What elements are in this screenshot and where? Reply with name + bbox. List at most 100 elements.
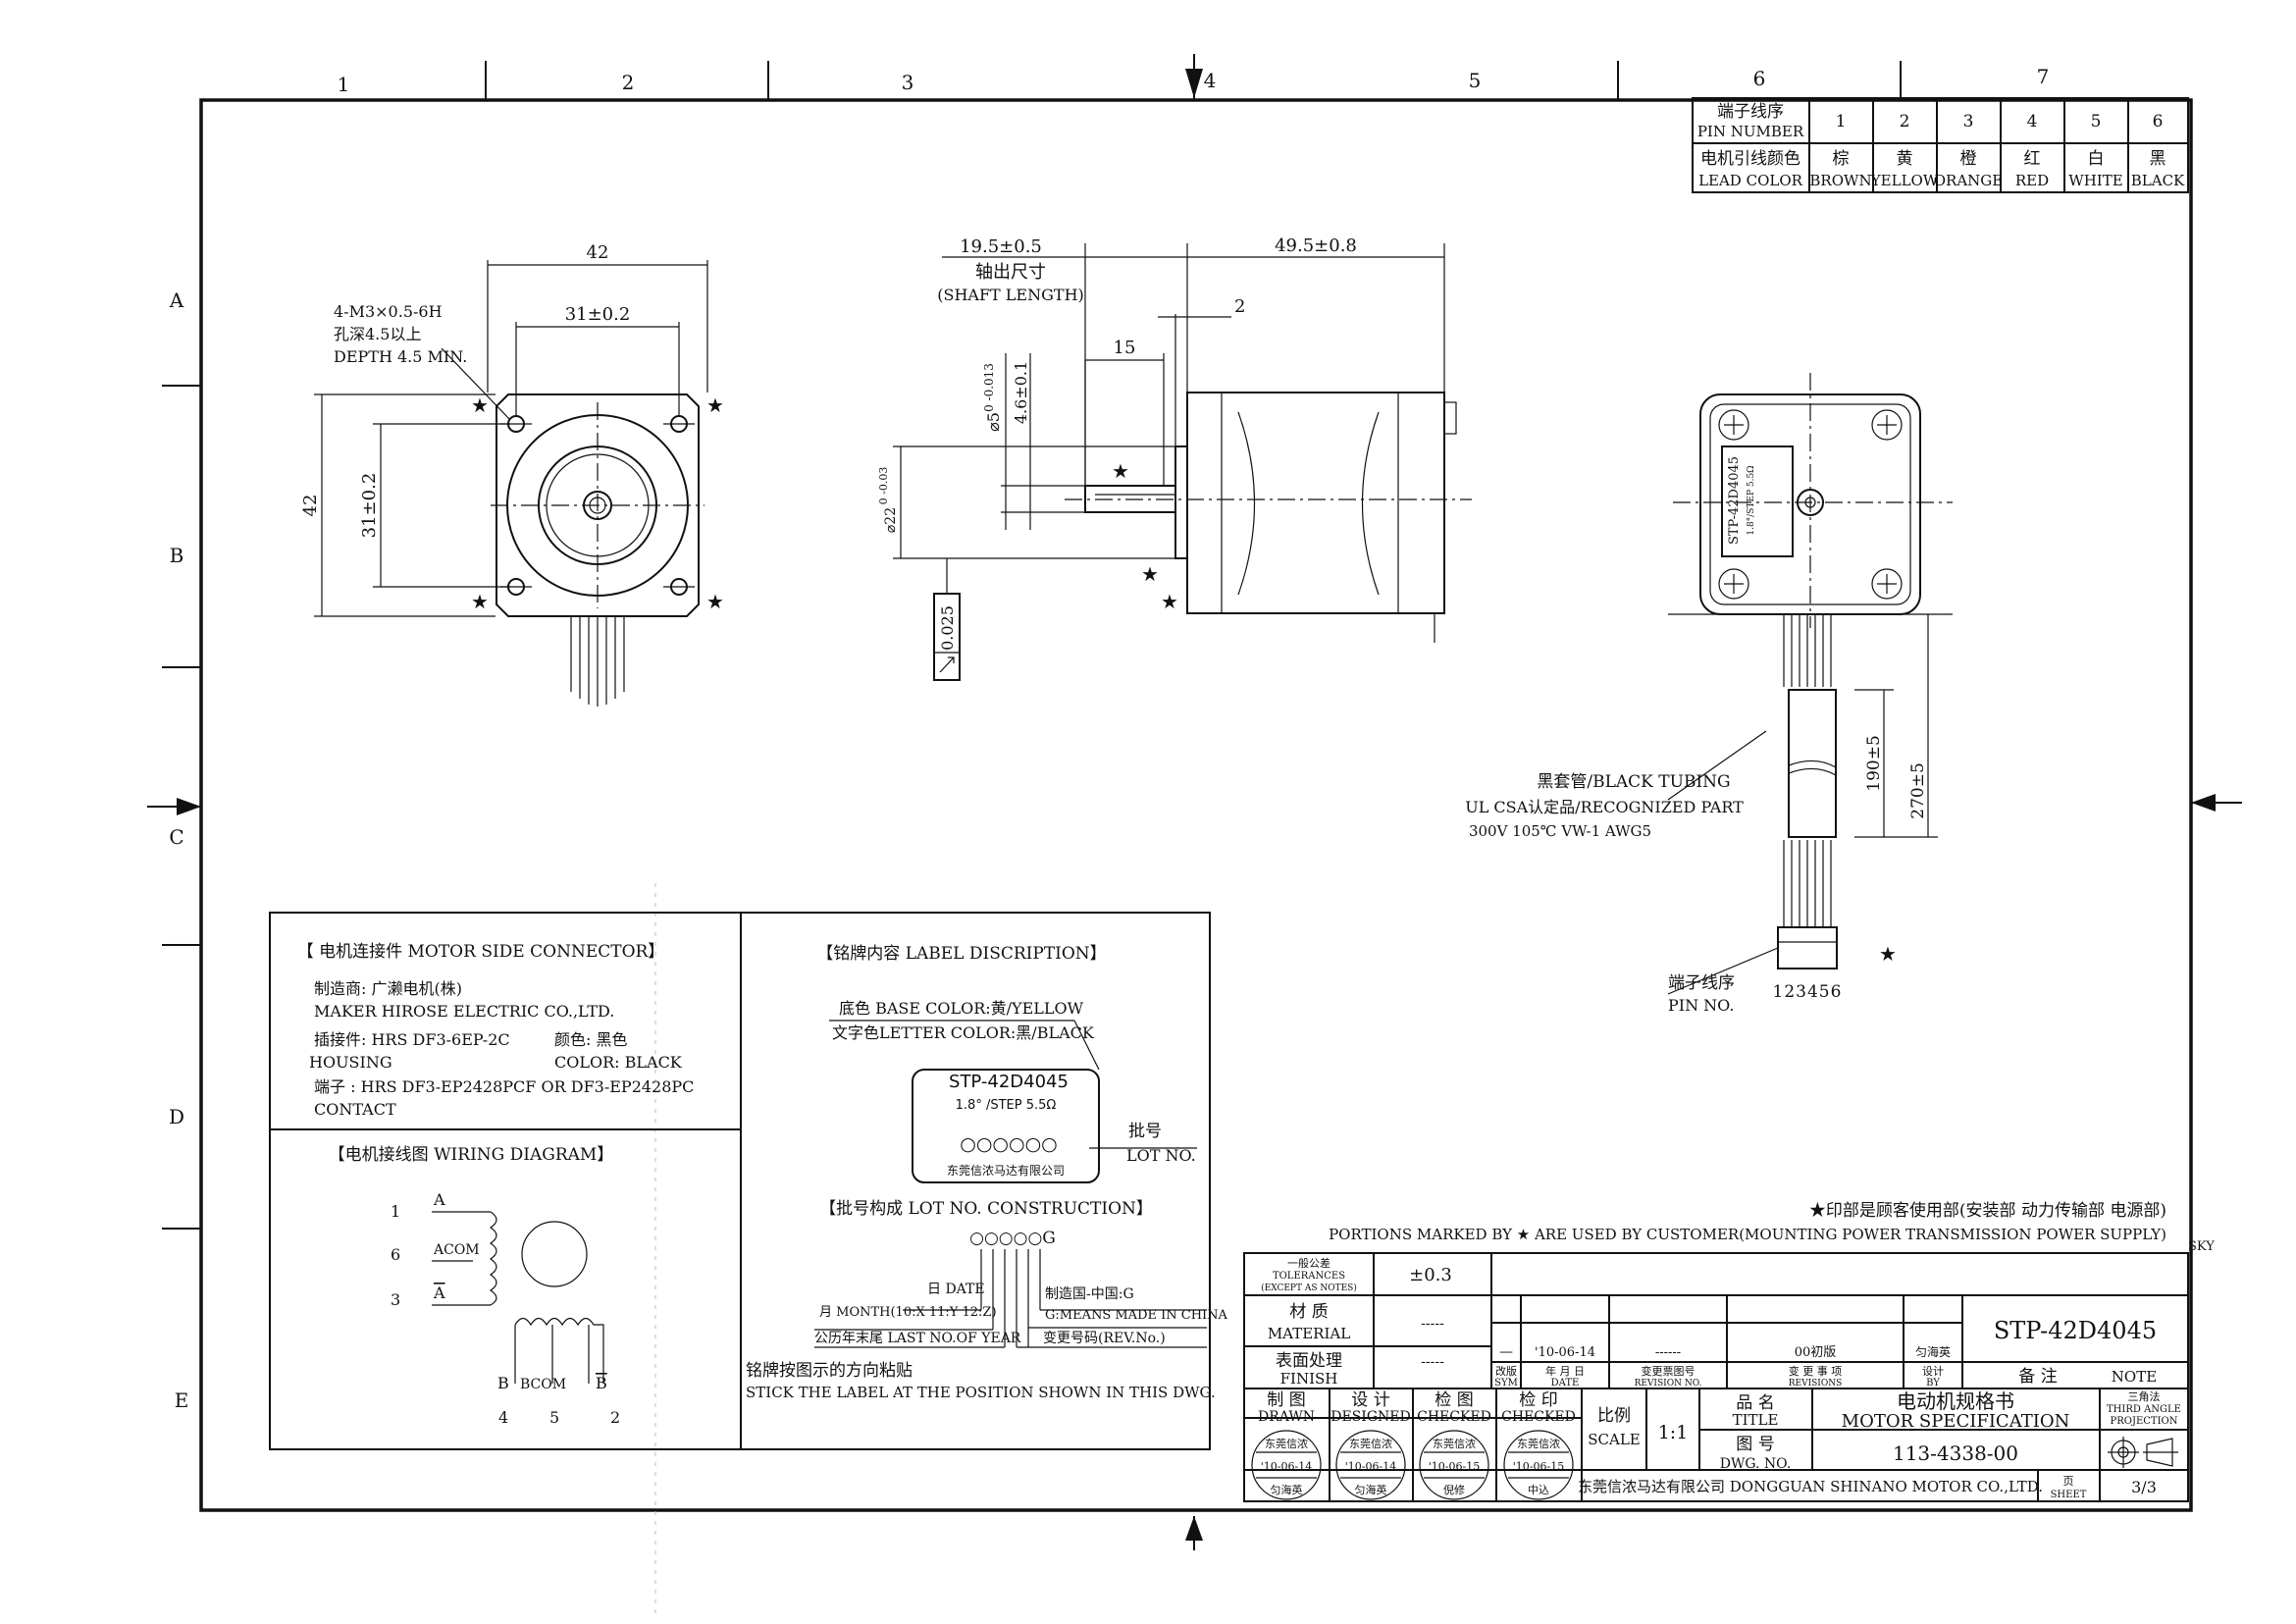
star-mark: ★ <box>1879 942 1897 966</box>
motor-front-view <box>314 260 708 707</box>
connector-maker-cn: 制造商: 广濑电机(株) <box>314 979 462 998</box>
label-desc-title: 【铭牌内容 LABEL DISCRIPTION】 <box>816 944 1106 964</box>
pin-number-label-en: PIN NUMBER <box>1697 123 1804 140</box>
pin-3: 3 <box>1963 112 1974 131</box>
label-letter-color: 文字色LETTER COLOR:黑/BLACK <box>832 1023 1095 1042</box>
wiring-abar: A <box>433 1283 445 1302</box>
revision-number: ------ <box>1655 1345 1681 1360</box>
wiring-acom: ACOM <box>433 1242 480 1258</box>
tubing-spec: 300V 105℃ VW-1 AWG5 <box>1469 822 1651 840</box>
dim-2: 2 <box>1234 296 1245 317</box>
tolerance-value: ±0.3 <box>1409 1265 1452 1285</box>
checked2-label-cn: 检 印 <box>1519 1390 1557 1410</box>
title-value-en: MOTOR SPECIFICATION <box>1842 1411 2070 1432</box>
pin-no-cn: 端子线序 <box>1668 973 1735 993</box>
star-mark: ★ <box>471 393 489 417</box>
connector-panel: 【 电机连接件 MOTOR SIDE CONNECTOR】 制造商: 广濑电机(… <box>297 942 695 1119</box>
lead-color-label-cn: 电机引线颜色 <box>1700 149 1800 169</box>
tubing-label: 黑套管/BLACK TUBING <box>1537 772 1730 792</box>
connector-housing-color-cn: 颜色: 黑色 <box>554 1030 627 1049</box>
label-plate-company: 东莞信浓马达有限公司 <box>947 1164 1065 1178</box>
dim-boss-tolerance: 0 -0.03 <box>877 467 890 505</box>
scale-value: 1:1 <box>1658 1422 1689 1443</box>
pin-2: 2 <box>1900 112 1910 131</box>
shaft-length-en: (SHAFT LENGTH) <box>937 286 1084 304</box>
hole-note-2: 孔深4.5以上 <box>334 325 421 343</box>
connector-contact-en: CONTACT <box>314 1100 396 1119</box>
projection-cn: 三角法 <box>2128 1389 2161 1403</box>
sheet-label-en: SHEET <box>2051 1490 2087 1500</box>
dim-15: 15 <box>1114 338 1136 358</box>
title-label-cn: 品 名 <box>1736 1393 1774 1413</box>
checked2-label-en: CHECKED <box>1501 1409 1576 1425</box>
scale-label-en: SCALE <box>1588 1431 1641 1448</box>
checked-label-en: CHECKED <box>1417 1409 1491 1425</box>
zone-col-1: 1 <box>338 73 350 96</box>
motor-side-view <box>893 243 1472 681</box>
connector-pin-numbers: 123456 <box>1773 982 1843 1002</box>
header-revno-cn: 变更票图号 <box>1642 1364 1696 1378</box>
title-label-en: TITLE <box>1733 1411 1779 1429</box>
projection-en-1: THIRD ANGLE <box>2107 1404 2181 1415</box>
header-date-cn: 年 月 日 <box>1545 1364 1585 1378</box>
note-label-cn: 备 注 <box>2018 1367 2057 1387</box>
lot-month: 月 MONTH(10:X 11:Y 12:Z) <box>819 1305 997 1320</box>
zone-col-6: 6 <box>1753 67 1766 90</box>
star-mark: ★ <box>1112 459 1129 483</box>
title-value-cn: 电动机规格书 <box>1897 1389 2014 1413</box>
motor-rear-view <box>1667 373 1953 995</box>
info-panel-frame <box>269 912 1211 1450</box>
pin-color-table: 端子线序 PIN NUMBER 电机引线颜色 LEAD COLOR 1 2 3 … <box>1692 97 2189 193</box>
star-mark: ★ <box>706 393 724 417</box>
header-sym-cn: 改版 <box>1495 1364 1517 1378</box>
stamp-4-name: 中込 <box>1528 1484 1549 1496</box>
star-mark: ★ <box>1161 590 1178 613</box>
wiring-b: B <box>497 1374 509 1392</box>
front-view-dims: 42 31±0.2 42 31±0.2 4-M3×0.5-6H 孔深4.5以上 … <box>300 242 724 613</box>
color-3-cn: 橙 <box>1960 149 1977 169</box>
revision-date: '10-06-14 <box>1535 1345 1595 1360</box>
sheet-value: 3/3 <box>2131 1478 2157 1496</box>
approval-stamps: 东莞信浓 '10-06-14 匀海英 东莞信浓 '10-06-14 匀海英 东莞… <box>1251 1430 1574 1500</box>
color-5-en: WHITE <box>2068 172 2122 189</box>
zone-row-d: D <box>169 1105 184 1128</box>
header-rev-en: REVISIONS <box>1789 1379 1843 1388</box>
stick-label-en: STICK THE LABEL AT THE POSITION SHOWN IN… <box>746 1384 1216 1401</box>
color-4-cn: 红 <box>2024 149 2041 169</box>
pin-1: 1 <box>1836 112 1847 131</box>
header-date-en: DATE <box>1551 1378 1580 1388</box>
pin-4: 4 <box>2027 112 2038 131</box>
stamp-1-name: 匀海英 <box>1271 1483 1303 1496</box>
label-base-color: 底色 BASE COLOR:黄/YELLOW <box>839 999 1084 1018</box>
dim-shaft-length: 19.5±0.5 <box>960 236 1042 257</box>
finish-label-cn: 表面处理 <box>1276 1351 1342 1371</box>
projection-en-2: PROJECTION <box>2111 1416 2178 1427</box>
star-note-cn: ★印部是顾客使用部(安装部 动力传输部 电源部) <box>1809 1200 2166 1221</box>
color-4-en: RED <box>2015 172 2049 189</box>
wiring-pin-6: 6 <box>391 1245 400 1264</box>
wiring-bcom: BCOM <box>520 1377 566 1392</box>
finish-value: ----- <box>1421 1354 1444 1370</box>
zone-row-c: C <box>169 825 183 849</box>
dim-270: 270±5 <box>1908 762 1928 819</box>
color-1-cn: 棕 <box>1833 149 1850 169</box>
rear-label-model: STP-42D4045 <box>1727 456 1742 545</box>
tolerance-label-cn: 一般公差 <box>1287 1256 1331 1270</box>
label-plate-spec: 1.8° /STEP 5.5Ω <box>956 1098 1057 1113</box>
header-by-cn: 设计 <box>1922 1365 1944 1378</box>
stamp-1-date: '10-06-14 <box>1261 1460 1312 1473</box>
lot-no-en: LOT NO. <box>1126 1146 1196 1165</box>
stamp-3-date: '10-06-15 <box>1429 1460 1480 1473</box>
checked-label-cn: 检 图 <box>1435 1390 1473 1410</box>
header-sym-en: SYM <box>1494 1378 1518 1388</box>
color-1-en: BROWN <box>1809 172 1871 189</box>
label-plate-model: STP-42D4045 <box>949 1072 1069 1092</box>
pin-5: 5 <box>2091 112 2102 131</box>
company-name: 东莞信浓马达有限公司 DONGGUAN SHINANO MOTOR CO.,LT… <box>1578 1478 2043 1495</box>
stamp-2-company: 东莞信浓 <box>1349 1438 1392 1450</box>
wiring-a: A <box>433 1190 445 1209</box>
material-label-cn: 材 质 <box>1289 1302 1328 1322</box>
connector-title: 【 电机连接件 MOTOR SIDE CONNECTOR】 <box>297 942 665 962</box>
color-5-cn: 白 <box>2088 149 2105 169</box>
